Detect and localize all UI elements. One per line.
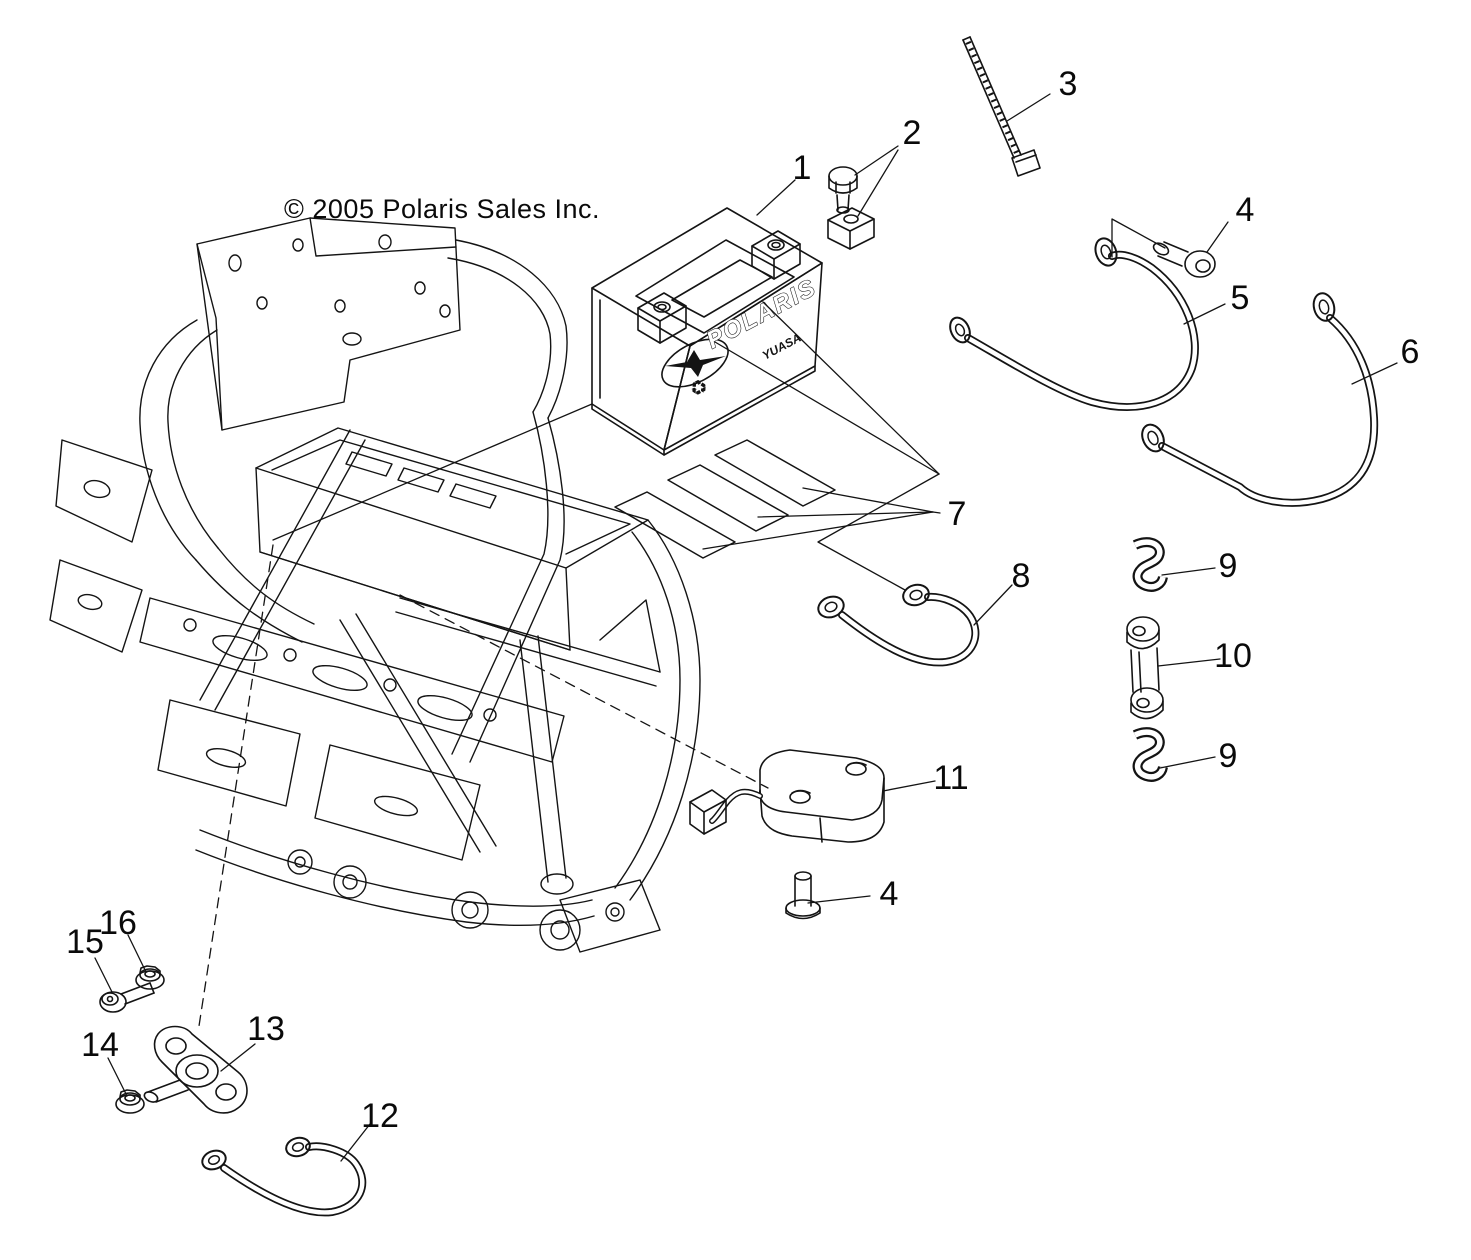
callout-13: 13: [247, 1010, 285, 1048]
flange-bolt-15: [100, 983, 154, 1012]
terminal-bolt-and-nut: [828, 167, 874, 249]
copyright-text: © 2005 Polaris Sales Inc.: [284, 194, 601, 224]
s-hook-top: [1135, 542, 1163, 587]
mount-bracket: [143, 1027, 247, 1113]
socket-screw-top: [1152, 241, 1215, 277]
socket-screw-bottom: [786, 872, 820, 919]
callout-4: 4: [1235, 191, 1255, 229]
callout-7: 7: [947, 495, 967, 533]
callout-2: 2: [902, 114, 922, 152]
jumper-cable-12: [200, 1135, 363, 1212]
callout-8: 8: [1011, 557, 1031, 595]
flange-nut-14: [115, 1089, 145, 1114]
s-hook-bottom: [1135, 732, 1163, 777]
voltage-regulator: [690, 750, 884, 842]
callout-9: 9: [1218, 547, 1238, 585]
callout-15: 15: [66, 923, 104, 961]
battery: POLARIS YUASA ♻: [592, 208, 822, 455]
callout-1: 1: [792, 149, 812, 187]
callout-5: 5: [1230, 279, 1250, 317]
callout-9: 9: [1218, 737, 1238, 775]
callout-3: 3: [1058, 65, 1078, 103]
callout-16: 16: [99, 904, 137, 942]
cable-tie: [963, 37, 1040, 176]
callout-11: 11: [933, 759, 969, 797]
frame-sketch: [50, 218, 700, 952]
callout-4: 4: [879, 875, 899, 913]
callout-6: 6: [1400, 333, 1420, 371]
jumper-cable-8: [815, 582, 975, 662]
callout-14: 14: [81, 1026, 119, 1064]
battery-cable-6: [1138, 291, 1374, 503]
foam-pads: [615, 440, 835, 558]
link-strap: [1127, 617, 1163, 719]
flange-nut-16: [135, 965, 165, 990]
callout-12: 12: [361, 1097, 399, 1135]
callout-10: 10: [1214, 637, 1252, 675]
battery-cable-5: [946, 235, 1195, 407]
leader-lines: [95, 94, 1397, 1161]
